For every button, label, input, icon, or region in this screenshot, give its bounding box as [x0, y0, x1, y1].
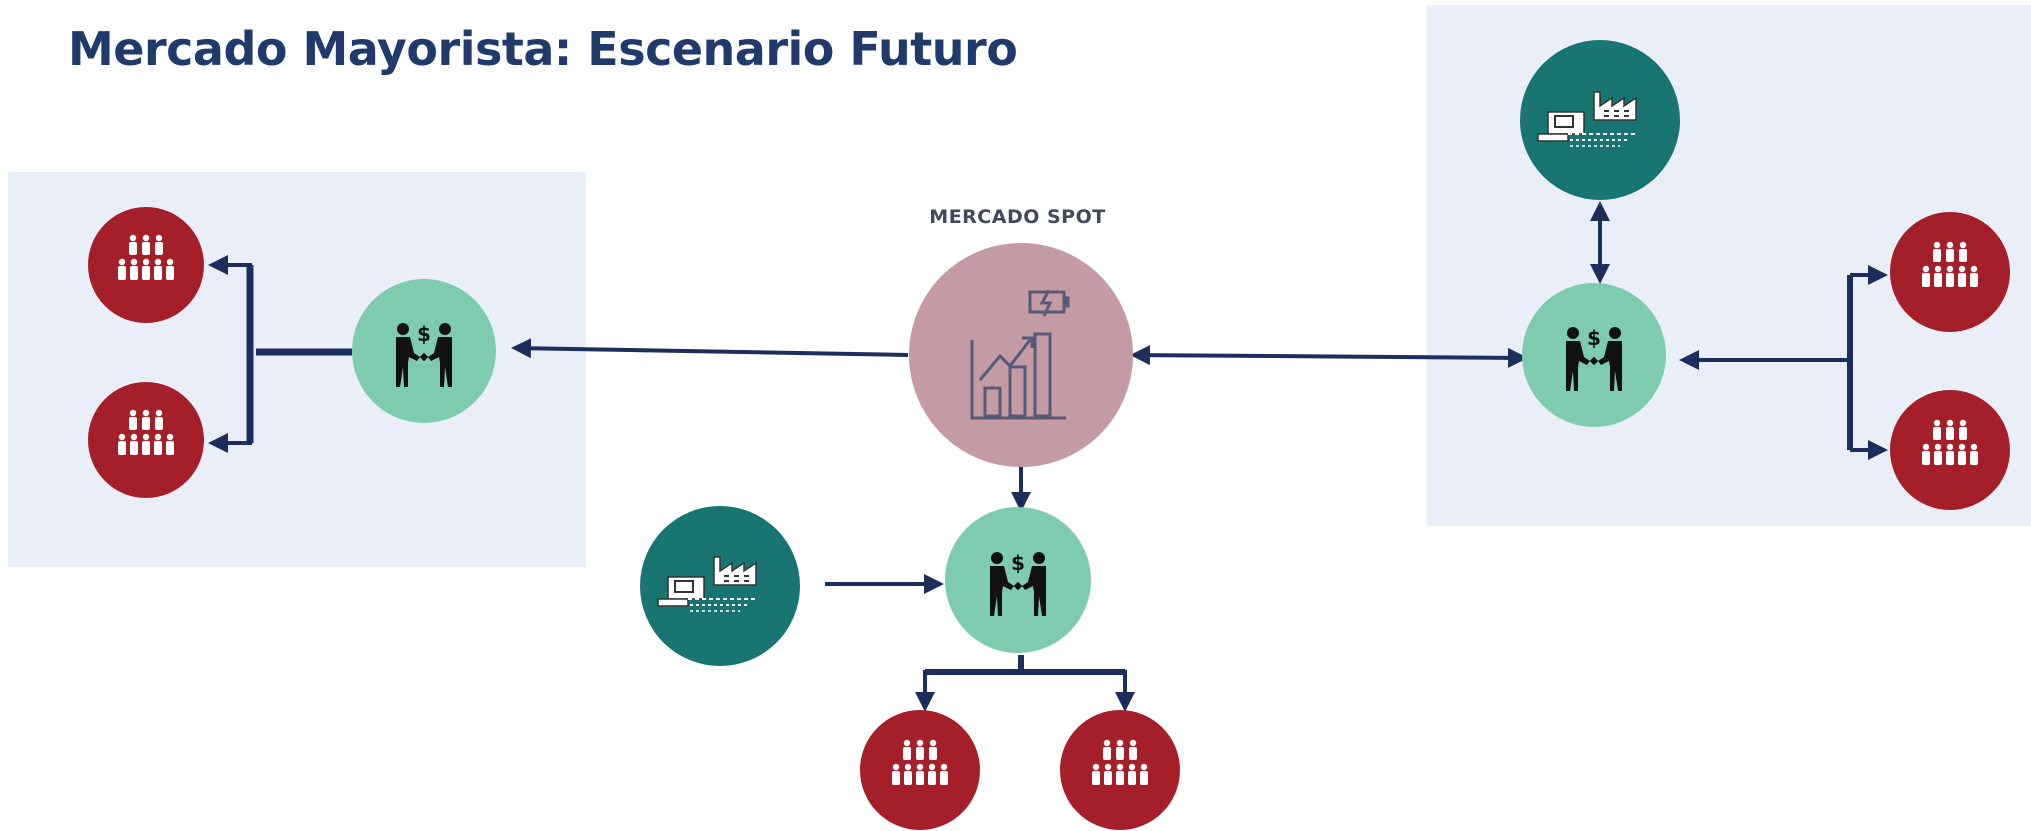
- bottom-consumer-left: [860, 710, 980, 830]
- spot-right-trader-arrow: [1130, 345, 1528, 368]
- bottom-trader-branch: [925, 655, 1125, 675]
- spot-to-left-trader-arrow: [511, 338, 909, 359]
- left-consumer-bottom: [88, 382, 204, 498]
- left-retailer-panel: [8, 172, 586, 567]
- right-consumer-bottom: [1890, 390, 2010, 510]
- top-right-generator-node: [1520, 40, 1680, 200]
- bottom-generator-node: [640, 506, 800, 666]
- right-consumer-top: [1890, 212, 2010, 332]
- page-title: Mercado Mayorista: Escenario Futuro: [68, 22, 1018, 76]
- bottom-consumer-right: [1060, 710, 1180, 830]
- market-chart-battery-icon: [970, 289, 1070, 420]
- right-trader-node: [1522, 283, 1666, 427]
- bottom-trader-node: [945, 507, 1091, 653]
- spot-market-circle: [909, 243, 1133, 467]
- spot-market-node: [909, 243, 1133, 467]
- left-consumer-top: [88, 207, 204, 323]
- left-trader-node: [352, 279, 496, 423]
- spot-market-label: MERCADO SPOT: [929, 206, 1106, 228]
